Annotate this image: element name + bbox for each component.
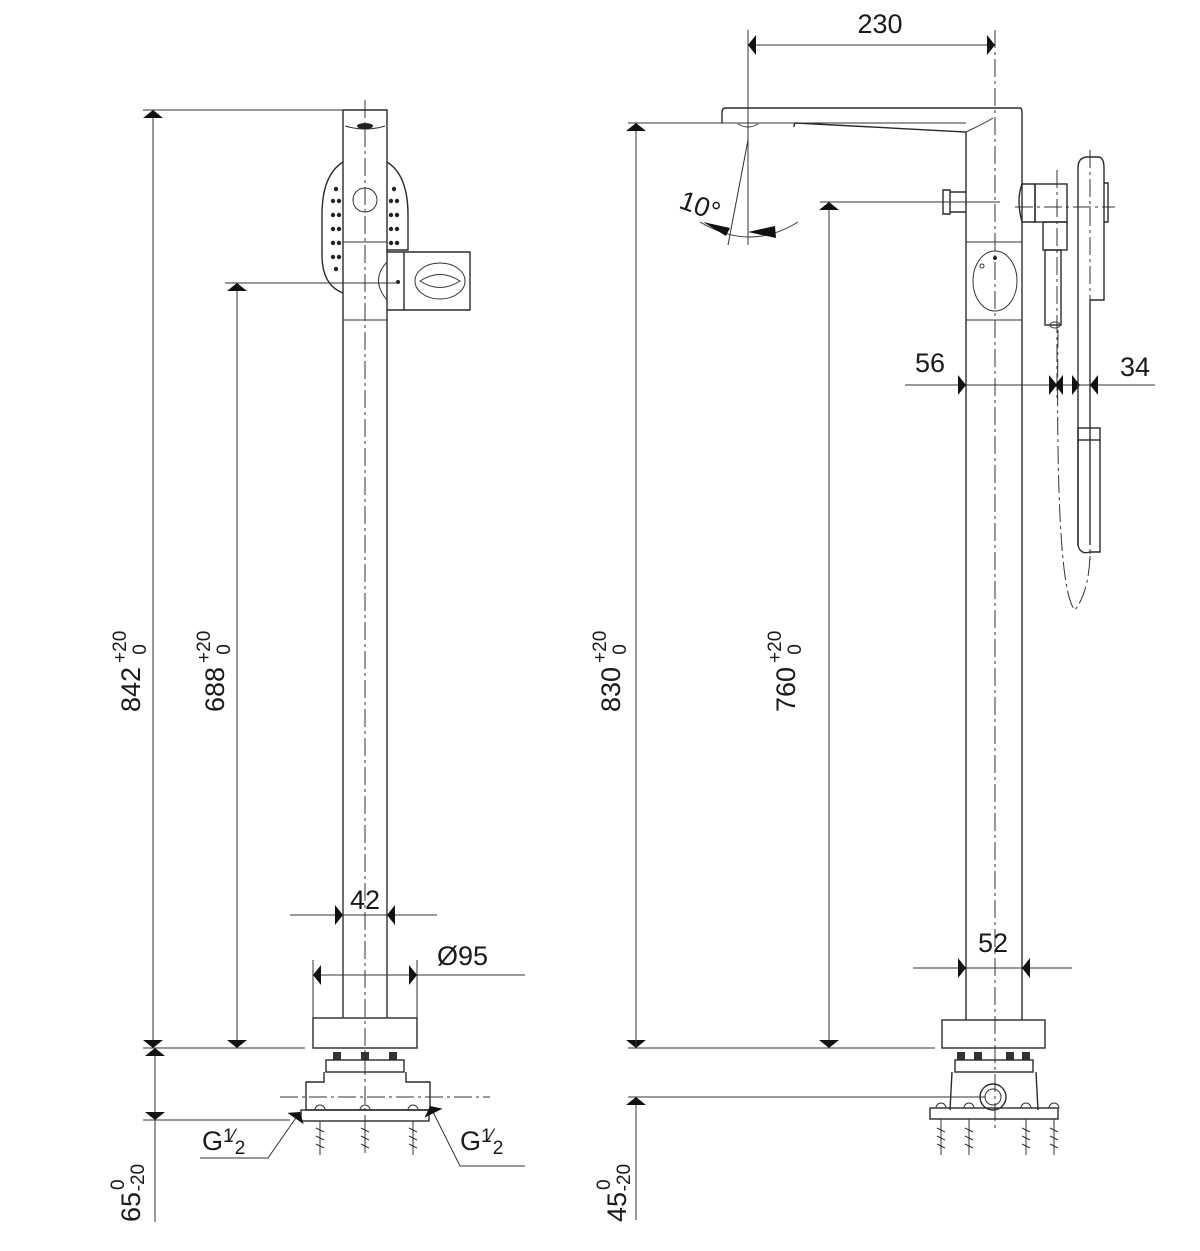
body-and-spout — [721, 107, 1023, 1020]
hand-shower — [321, 161, 409, 294]
pipe — [342, 109, 388, 1018]
dim-56: 56 — [915, 348, 945, 378]
dim-230: 230 — [857, 9, 902, 39]
dim-65: 650-20 — [108, 1164, 149, 1222]
base-escutcheon — [280, 1017, 490, 1155]
hand-shower-side — [1015, 150, 1115, 611]
thread-label-right: G1⁄2 — [460, 1126, 503, 1159]
dim-760: 760+200 — [765, 631, 806, 712]
wall-plugs — [314, 1104, 419, 1155]
thread-label-left: G1⁄2 — [202, 1126, 245, 1159]
dim-diameter-95: Ø95 — [437, 941, 488, 971]
dim-42: 42 — [350, 885, 380, 915]
front-view: 842+200 688+200 650-20 42 Ø95 G1⁄2 G1⁄2 — [108, 100, 525, 1222]
dim-842: 842+200 — [110, 631, 151, 712]
base-escutcheon-side — [929, 1019, 1060, 1155]
dim-angle-10: 10° — [676, 185, 725, 227]
dim-830: 830+200 — [590, 631, 631, 712]
side-view: 230 10° 830+200 760+200 450-20 56 34 — [590, 9, 1155, 1222]
dim-688: 688+200 — [194, 631, 235, 712]
shower-holder — [378, 251, 471, 311]
dim-52: 52 — [978, 928, 1008, 958]
dim-34: 34 — [1120, 352, 1150, 382]
dim-45: 450-20 — [594, 1164, 635, 1222]
